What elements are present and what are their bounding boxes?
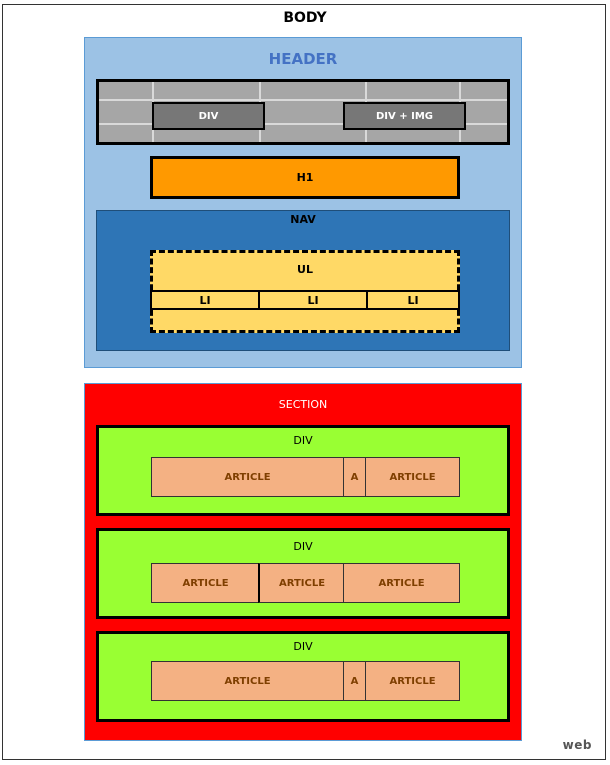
topbar-div-label: DIV — [198, 110, 219, 122]
h1-box: H1 — [150, 156, 460, 199]
article-box: ARTICLE — [365, 457, 460, 497]
article-box: ARTICLE — [151, 563, 260, 603]
li-box: LI — [258, 290, 368, 310]
header-top-bar: DIV DIV + IMG — [96, 79, 510, 145]
article-label: ARTICLE — [224, 675, 271, 687]
body-label: BODY — [283, 10, 327, 26]
page-frame — [2, 4, 606, 760]
anchor-box: A — [343, 457, 366, 497]
anchor-label: A — [350, 675, 359, 687]
article-label: ARTICLE — [182, 577, 229, 589]
anchor-box: A — [343, 661, 366, 701]
grid-line — [99, 99, 507, 101]
section-label: SECTION — [278, 398, 328, 411]
anchor-label: A — [350, 471, 359, 483]
article-label: ARTICLE — [278, 577, 326, 589]
h1-label: H1 — [296, 171, 314, 184]
article-box: ARTICLE — [258, 563, 345, 603]
article-box: ARTICLE — [343, 563, 460, 603]
div-label: DIV — [293, 434, 313, 447]
article-box: ARTICLE — [151, 661, 344, 701]
web-logo: web — [562, 738, 592, 752]
topbar-div-box: DIV — [152, 102, 265, 130]
article-label: ARTICLE — [378, 577, 425, 589]
header-label: HEADER — [268, 50, 338, 68]
article-label: ARTICLE — [224, 471, 271, 483]
li-label: LI — [199, 293, 211, 307]
li-box: LI — [366, 290, 460, 310]
ul-label: UL — [297, 263, 313, 276]
nav-label: NAV — [290, 213, 316, 226]
article-box: ARTICLE — [365, 661, 460, 701]
li-box: LI — [150, 290, 260, 310]
article-box: ARTICLE — [151, 457, 344, 497]
div-label: DIV — [293, 640, 313, 653]
article-label: ARTICLE — [389, 675, 436, 687]
topbar-div-img-label: DIV + IMG — [376, 110, 433, 122]
li-label: LI — [307, 293, 319, 307]
li-label: LI — [407, 293, 419, 307]
grid-line — [99, 123, 507, 125]
topbar-div-img-box: DIV + IMG — [343, 102, 466, 130]
div-label: DIV — [293, 540, 313, 553]
article-label: ARTICLE — [389, 471, 436, 483]
